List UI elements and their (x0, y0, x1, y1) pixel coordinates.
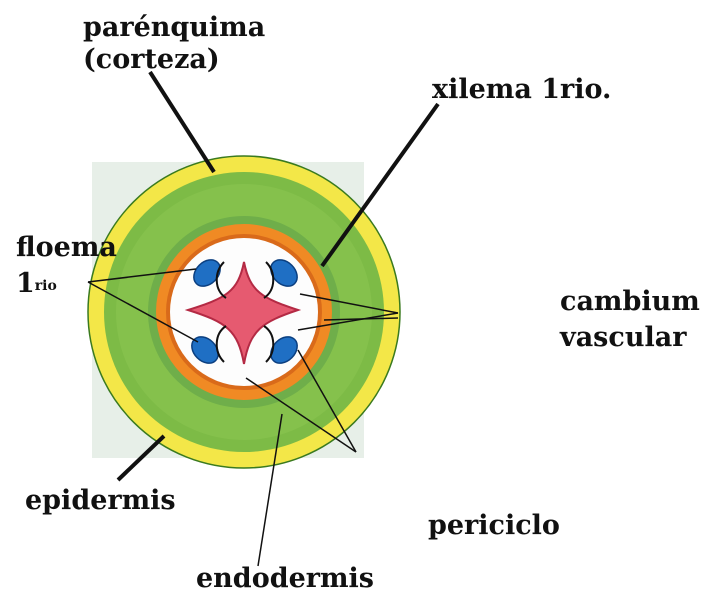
label-parenquima-line1: parénquima (83, 12, 265, 44)
label-floema-line2: 1rio (16, 266, 117, 302)
label-cambium: cambium vascular (560, 284, 700, 356)
label-floema-superscript: rio (35, 278, 57, 294)
label-parenquima: parénquima (corteza) (83, 12, 265, 76)
label-floema: floema 1rio (16, 230, 117, 302)
label-floema-line1: floema (16, 230, 117, 266)
label-cambium-line2: vascular (560, 320, 700, 356)
leader-parenquima (150, 72, 214, 172)
label-floema-number: 1 (16, 268, 35, 299)
label-epidermis: epidermis (25, 487, 176, 514)
label-cambium-line1: cambium (560, 284, 700, 320)
label-parenquima-line2: (corteza) (83, 44, 265, 76)
label-endodermis: endodermis (196, 565, 374, 592)
label-xilema: xilema 1rio. (432, 76, 611, 103)
label-periciclo: periciclo (428, 512, 560, 539)
